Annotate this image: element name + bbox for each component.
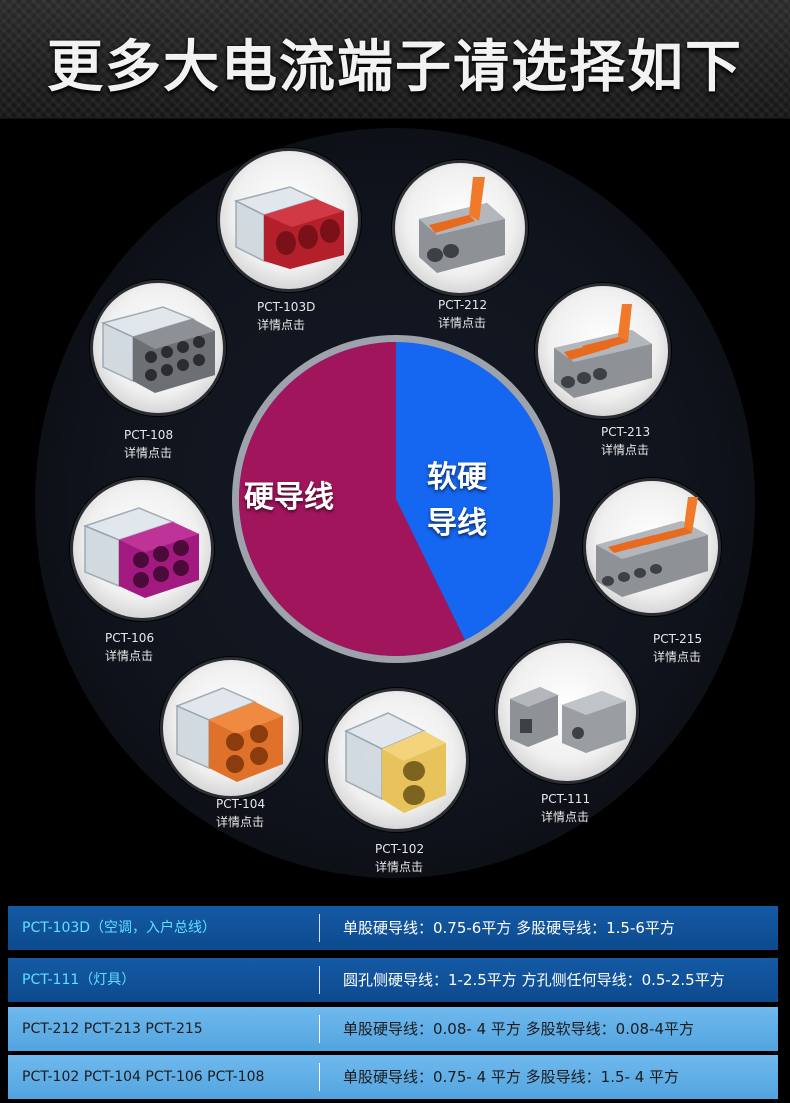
product-link[interactable]: 详情点击 (438, 316, 487, 330)
product-model: PCT-212 (438, 298, 488, 312)
spec-row-pct-10x: PCT-102 PCT-104 PCT-106 PCT-108 单股硬导线：0.… (8, 1055, 778, 1099)
connector-8-grey-icon (90, 280, 226, 416)
product-link[interactable]: 详情点击 (541, 810, 590, 824)
product-model: PCT-215 (653, 632, 703, 646)
page-title: 更多大电流端子请选择如下 (47, 35, 743, 100)
product-link[interactable]: 详情点击 (216, 815, 265, 829)
wire-type-pie: 硬导线 软硬 导线 (227, 330, 565, 668)
pie-label-hard: 硬导线 (244, 480, 334, 515)
spec-wires: 单股硬导线：0.75-6平方 多股硬导线：1.5-6平方 (343, 919, 675, 937)
connector-3-red-icon (217, 148, 361, 292)
spec-divider (319, 1063, 320, 1091)
header-banner: 更多大电流端子请选择如下 (0, 0, 790, 119)
product-pct-102[interactable]: PCT-102 详情点击 (325, 688, 475, 878)
pie-label-soft-hard-1: 软硬 (427, 460, 487, 495)
product-model: PCT-104 (216, 797, 266, 811)
product-link[interactable]: 详情点击 (653, 650, 702, 664)
spec-wires: 单股硬导线：0.75- 4 平方 多股导线：1.5- 4 平方 (343, 1068, 680, 1086)
spec-models: PCT-212 PCT-213 PCT-215 (22, 1021, 203, 1037)
product-model: PCT-103D (257, 300, 316, 314)
product-pct-104[interactable]: PCT-104 详情点击 (160, 657, 310, 847)
product-pct-103d[interactable]: PCT-103D 详情点击 (217, 148, 377, 338)
spec-wires: 圆孔侧硬导线：1-2.5平方 方孔侧任何导线：0.5-2.5平方 (343, 971, 725, 989)
product-pct-106[interactable]: PCT-106 详情点击 (70, 477, 220, 667)
product-model: PCT-213 (601, 425, 651, 439)
product-model: PCT-111 (541, 792, 591, 806)
lever-connector-5-icon (583, 478, 721, 616)
connector-2-yellow-icon (325, 688, 469, 832)
connector-4-orange-icon (160, 657, 302, 799)
product-pct-111[interactable]: PCT-111 详情点击 (495, 640, 645, 830)
product-pct-215[interactable]: PCT-215 详情点击 (583, 478, 723, 668)
inline-connector-icon (495, 640, 639, 784)
product-link[interactable]: 详情点击 (105, 649, 154, 663)
product-model: PCT-106 (105, 631, 155, 645)
spec-divider (319, 914, 320, 942)
lever-connector-2-icon (392, 160, 528, 296)
spec-models: PCT-102 PCT-104 PCT-106 PCT-108 (22, 1069, 265, 1085)
spec-row-pct-111: PCT-111（灯具） 圆孔侧硬导线：1-2.5平方 方孔侧任何导线：0.5-2… (8, 958, 778, 1002)
product-pct-108[interactable]: PCT-108 详情点击 (90, 280, 240, 470)
spec-row-pct-103d: PCT-103D（空调，入户总线） 单股硬导线：0.75-6平方 多股硬导线：1… (8, 906, 778, 950)
product-link[interactable]: 详情点击 (601, 443, 650, 457)
spec-row-pct-21x: PCT-212 PCT-213 PCT-215 单股硬导线：0.08- 4 平方… (8, 1007, 778, 1051)
spec-wires: 单股硬导线：0.08- 4 平方 多股软导线：0.08-4平方 (343, 1020, 695, 1038)
pie-slice-hard (238, 342, 465, 656)
product-link[interactable]: 详情点击 (375, 860, 424, 874)
product-link[interactable]: 详情点击 (124, 446, 173, 460)
spec-models: PCT-103D（空调，入户总线） (22, 920, 217, 936)
product-pct-213[interactable]: PCT-213 详情点击 (535, 283, 675, 463)
connector-6-purple-icon (70, 477, 214, 621)
product-model: PCT-102 (375, 842, 425, 856)
spec-divider (319, 1015, 320, 1043)
product-pct-212[interactable]: PCT-212 详情点击 (392, 160, 532, 340)
spec-models: PCT-111（灯具） (22, 972, 136, 988)
product-link[interactable]: 详情点击 (257, 318, 306, 332)
spec-divider (319, 966, 320, 994)
pie-label-soft-hard-2: 导线 (427, 506, 487, 541)
product-model: PCT-108 (124, 428, 174, 442)
lever-connector-3-icon (535, 283, 671, 419)
